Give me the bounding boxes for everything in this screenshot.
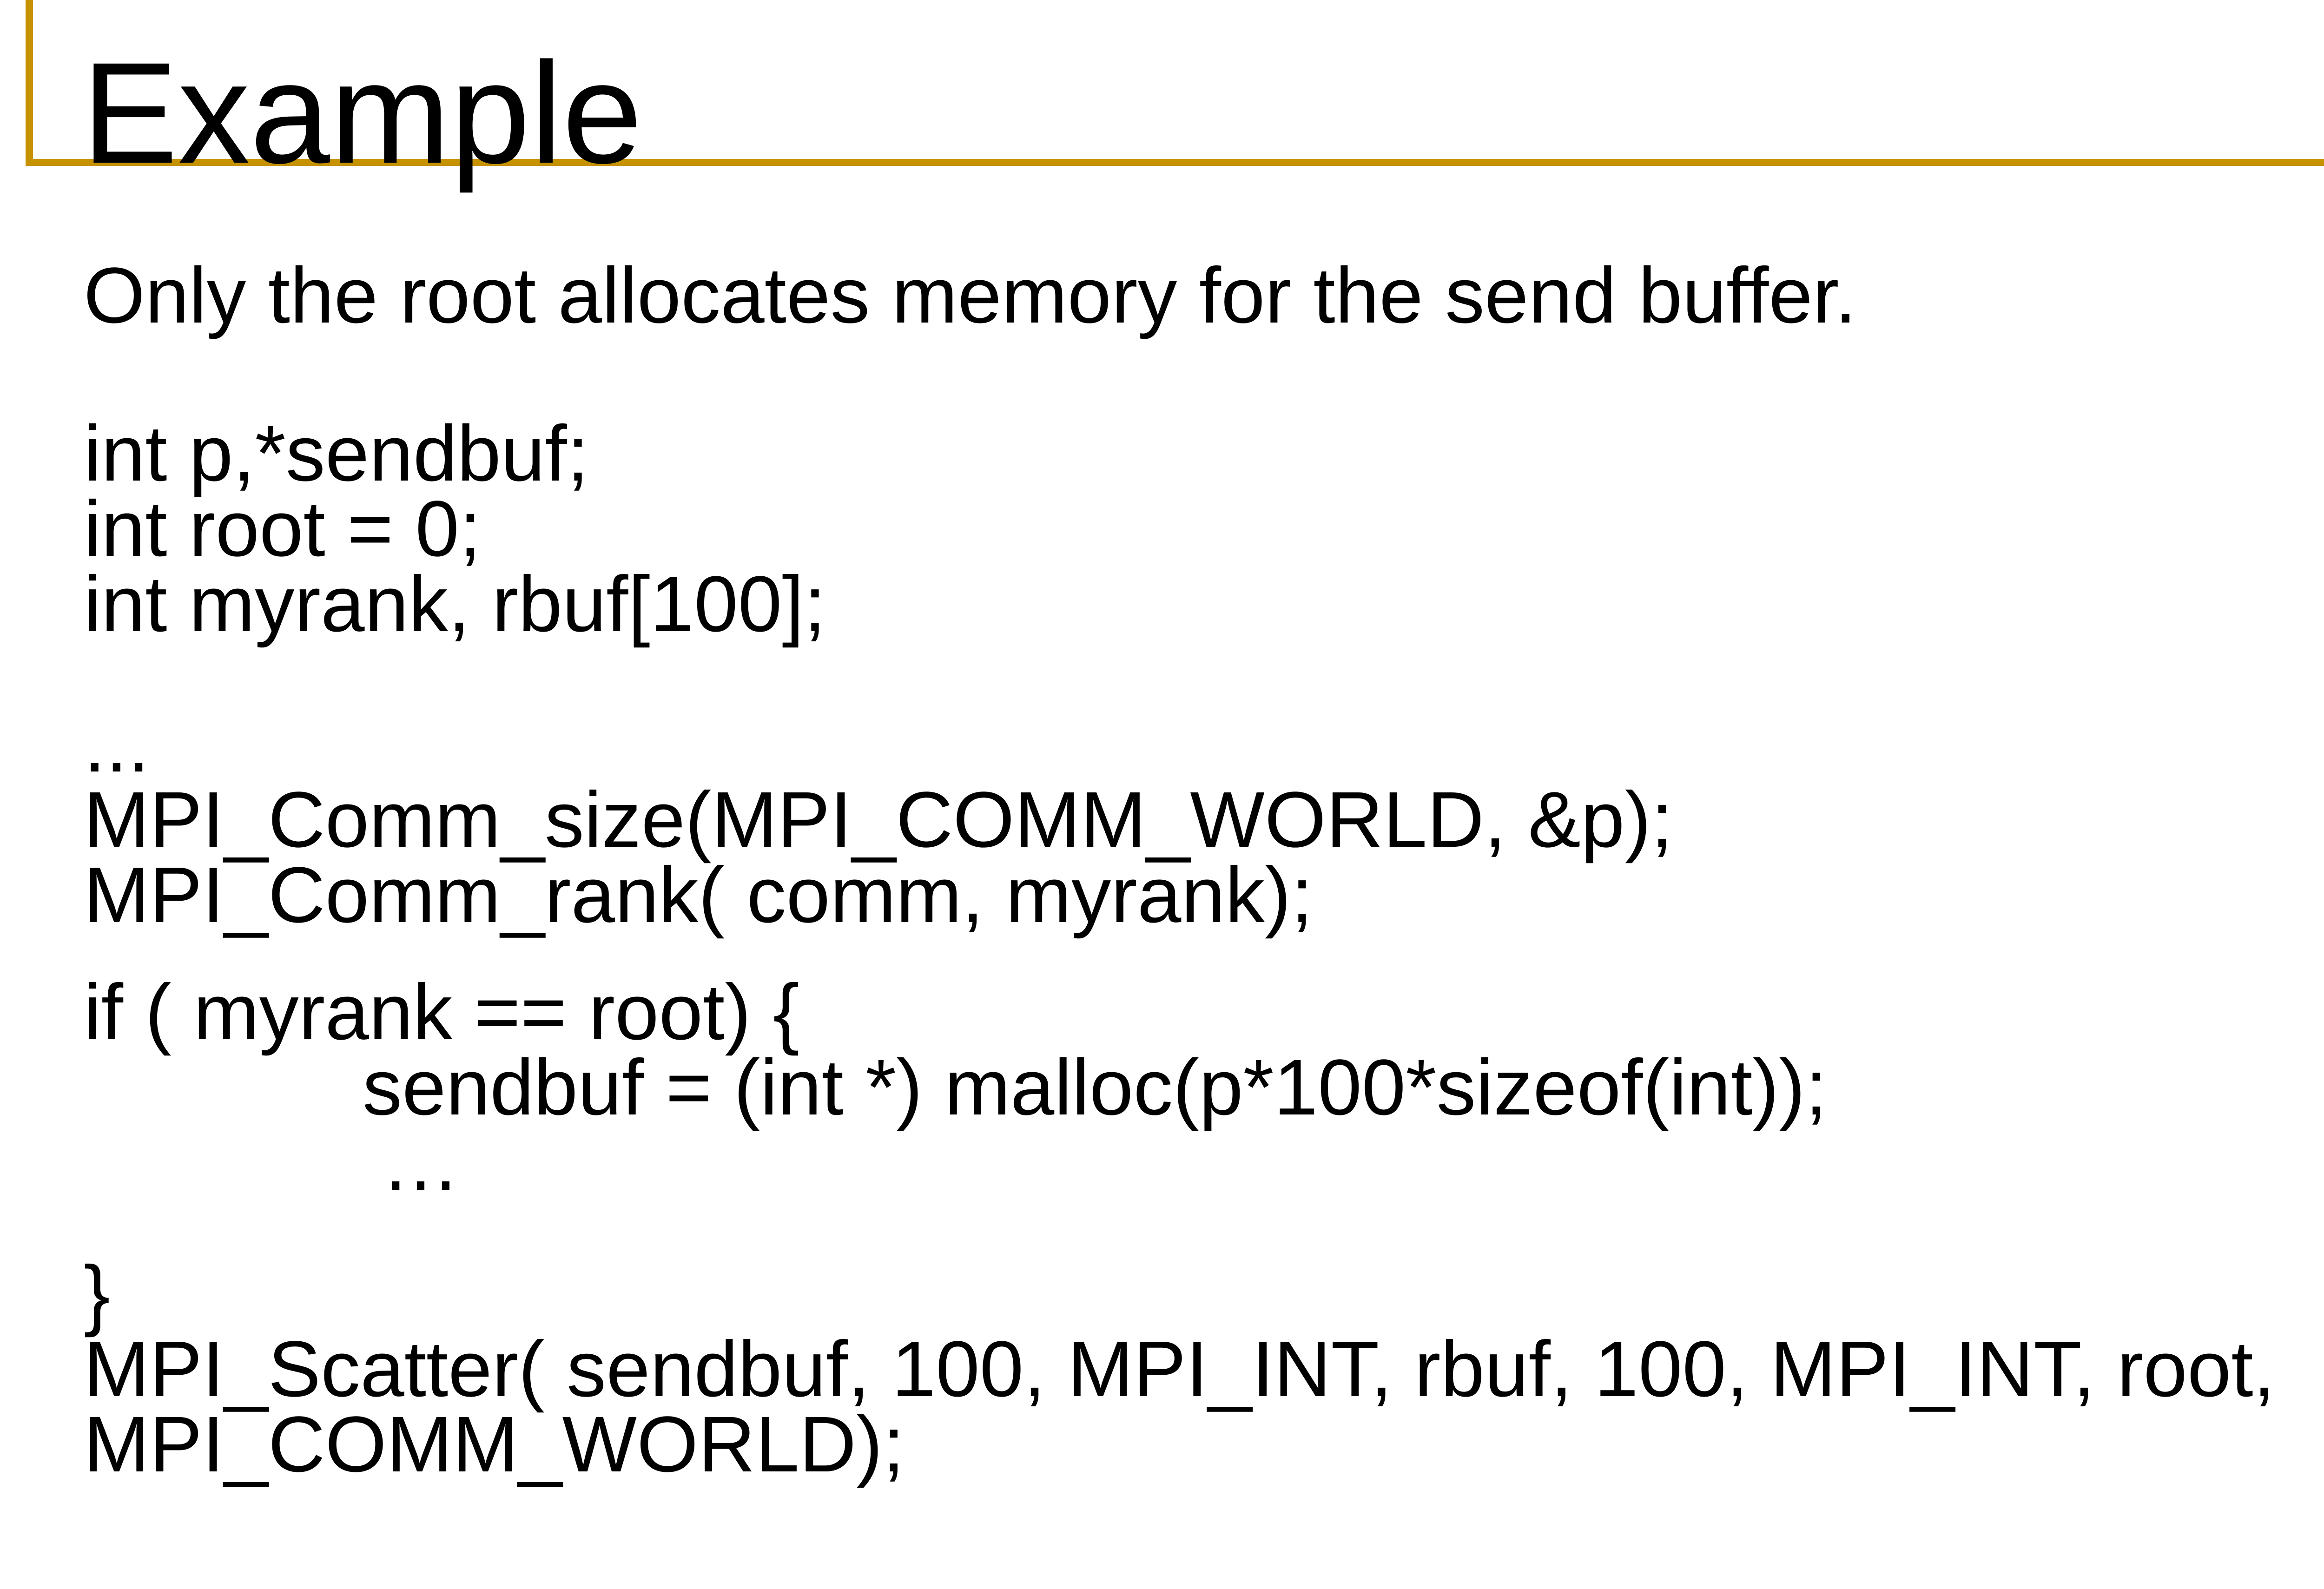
accent-vertical-line (26, 0, 33, 166)
code-line: MPI_COMM_WORLD); (84, 1400, 905, 1489)
code-line: MPI_Comm_size(MPI_COMM_WORLD, &p); (84, 776, 1673, 864)
code-line: int p,*sendbuf; (84, 409, 589, 498)
code-line: int myrank, rbuf[100]; (84, 560, 826, 648)
code-line: MPI_Scatter( sendbuf, 100, MPI_INT, rbuf… (84, 1325, 2275, 1413)
code-line: if ( myrank == root) { (84, 968, 799, 1056)
slide-title: Example (82, 32, 643, 193)
code-line-ellipsis: ... (84, 700, 150, 789)
code-line-indented: sendbuf = (int *) malloc(p*100*sizeof(in… (363, 1043, 1828, 1132)
code-line: MPI_Comm_rank( comm, myrank); (84, 851, 1313, 939)
code-line-ellipsis: … (381, 1119, 460, 1207)
title-underline (26, 159, 2324, 166)
slide-body: Only the root allocates memory for the s… (84, 251, 2275, 1489)
code-block: int p,*sendbuf; int root = 0; int myrank… (84, 409, 2275, 1489)
code-line: int root = 0; (84, 485, 482, 573)
intro-text: Only the root allocates memory for the s… (84, 251, 1857, 340)
code-line: } (84, 1250, 110, 1338)
